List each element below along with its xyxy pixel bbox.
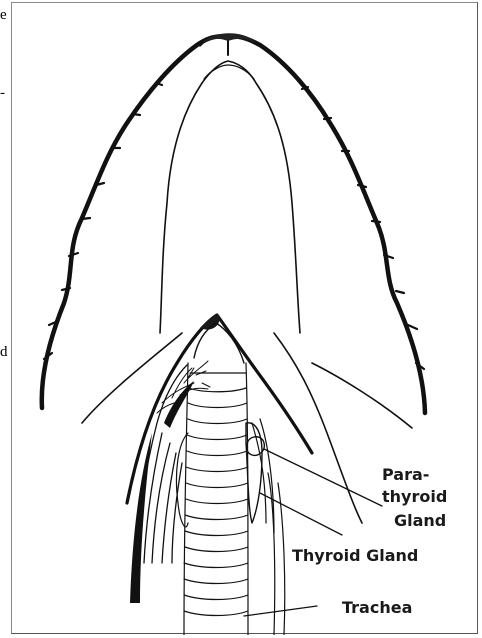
leader-line-trachea (244, 606, 317, 616)
mandible-inner-contour (160, 61, 300, 333)
jaw-outline (42, 36, 425, 413)
page-edge-fragment-1: e (0, 8, 7, 23)
page-edge-fragment-2: - (0, 86, 5, 101)
label-parathyroid-line1: Para- (382, 467, 429, 483)
neck-opening (127, 315, 312, 503)
leader-line-thyroid (260, 493, 342, 535)
ventral-neck-illustration (12, 3, 479, 635)
neck-skin-right (312, 363, 412, 428)
leader-line-parathyroid (264, 449, 382, 506)
trachea-rings (184, 363, 248, 635)
label-thyroid-gland: Thyroid Gland (292, 548, 418, 564)
anatomy-figure: Para- thyroid Gland Thyroid Gland Trache… (11, 2, 478, 634)
label-parathyroid-line2: thyroid (382, 489, 447, 505)
page-edge-fragment-3: d (0, 345, 8, 360)
label-parathyroid-line3: Gland (394, 513, 446, 529)
label-trachea: Trachea (342, 600, 412, 616)
